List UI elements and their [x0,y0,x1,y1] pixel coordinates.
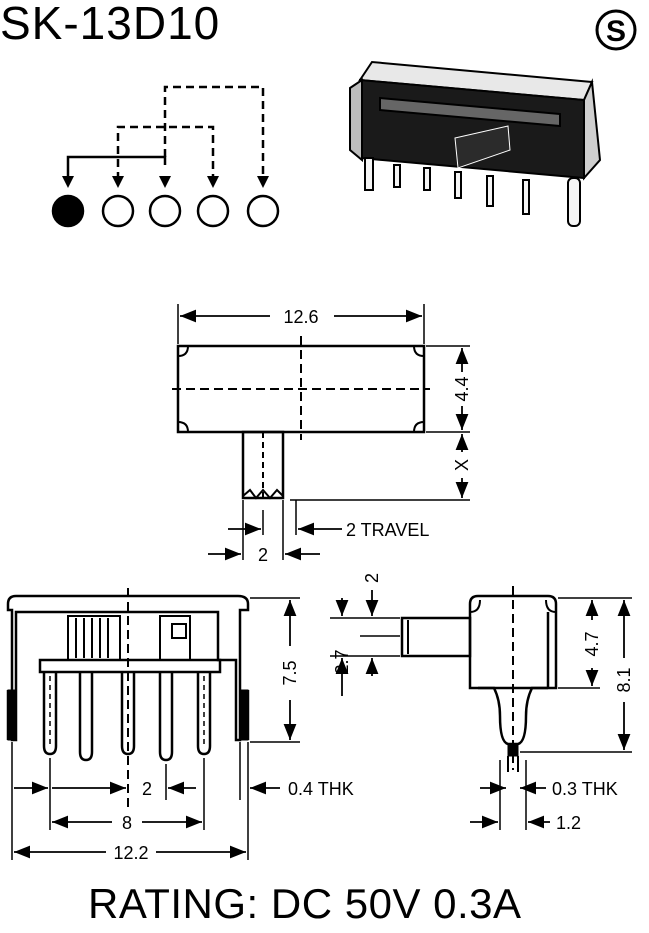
terminal-3 [148,194,182,228]
rating-label: RATING: DC 50V 0.3A [88,880,522,927]
dim-outer-pitch: 8 [122,813,132,833]
brand-logo: S [595,9,637,51]
schematic-dash-path-1 [116,125,215,180]
brand-mark: S [606,15,626,48]
dim-side-overall-height: 8.1 [614,667,634,692]
dim-lug-spacing: 1.2 [556,813,581,833]
terminal-5 [246,194,280,228]
dim-actuator-height: 2.7 [332,649,352,674]
dim-width-top: 12.6 [283,307,318,327]
dim-pin-thickness: 0.4 THK [288,779,354,799]
part-number-title: SK-13D10 [0,0,221,49]
dim-side-body-height: 4.7 [582,631,602,656]
dim-front-height: 7.5 [280,660,300,685]
dim-overall-width: 12.2 [113,843,148,863]
dim-travel: 2 TRAVEL [346,520,429,540]
front-view [6,588,300,860]
schematic-dash-path-2 [163,85,265,180]
dim-body-height-top: 4.4 [452,376,472,401]
switching-schematic [51,85,280,228]
dim-actuator-width: 2 [258,545,268,565]
side-view [330,586,632,830]
side-view-body [468,594,558,690]
dim-pin-pitch: 2 [142,779,152,799]
schematic-solid-path [66,155,167,178]
terminal-4 [196,194,230,228]
dim-lug-thickness: 0.3 THK [552,779,618,799]
dim-actuator-offset: 2 [362,573,382,583]
top-view [172,304,470,561]
product-illustration [349,60,602,227]
terminal-1 [51,194,85,228]
terminal-2 [101,194,135,228]
side-view-actuator [400,616,472,658]
dim-actuator-length: X [452,459,472,471]
